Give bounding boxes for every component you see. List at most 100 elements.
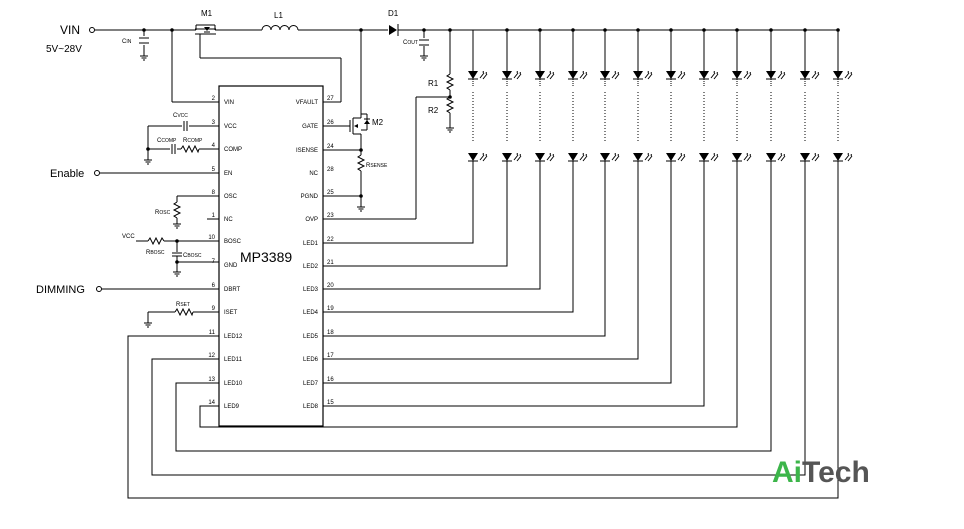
pin-name: ISENSE (296, 148, 318, 154)
pin-name: VIN (224, 100, 234, 106)
cout-capacitor (419, 39, 429, 46)
pin-number: 10 (208, 235, 215, 241)
rcomp-label: RCOMP (183, 138, 203, 144)
resistors (147, 73, 455, 317)
pin-name: LED12 (224, 334, 243, 340)
pin-number: 21 (327, 260, 334, 266)
left-pin-led12: LED12 11 (209, 330, 243, 340)
pin-name: PGND (301, 194, 319, 200)
left-pin-vin: VIN 2 (212, 96, 234, 106)
led-top-4 (568, 71, 588, 80)
svg-text:CIN: CIN (122, 39, 132, 45)
pin-name: LED3 (303, 287, 319, 293)
pin-name: OVP (305, 217, 318, 223)
m1-mosfet (195, 24, 216, 40)
ground-symbols (140, 55, 454, 328)
pin-name: GND (224, 263, 238, 269)
pin-number: 2 (212, 96, 216, 102)
d1-diode (389, 24, 399, 36)
led-top-12 (833, 71, 853, 80)
ccomp-label: CCOMP (157, 138, 177, 144)
rbosc-label: RBOSC (146, 250, 165, 256)
pin-name: LED6 (303, 357, 319, 363)
svg-text:ROSC: ROSC (155, 210, 171, 216)
led-bottom-6 (633, 153, 653, 162)
pin-name: DBRT (224, 287, 241, 293)
left-pin-group: VIN2VCC3COMP4EN5OSC8NC1BOSC10GND7DBRT6IS… (208, 96, 243, 410)
right-pin-isense: ISENSE 24 (296, 144, 334, 154)
chip-name: MP3389 (240, 249, 292, 265)
ic-body (218, 85, 324, 427)
led-top-5 (600, 71, 620, 80)
led-top-6 (633, 71, 653, 80)
l1-inductor (261, 25, 299, 31)
led-top-8 (699, 71, 719, 80)
svg-text:RSET: RSET (176, 302, 190, 308)
dimming-label: DIMMING (36, 284, 85, 296)
led-top-7 (666, 71, 686, 80)
svg-text:CVCC: CVCC (173, 113, 188, 119)
cin-capacitor (139, 37, 149, 44)
right-pin-pgnd: PGND 25 (301, 190, 335, 200)
rsense-label: RSENSE (366, 163, 388, 169)
cbosc-capacitor (172, 252, 182, 257)
right-pin-vfault: VFAULT 27 (296, 96, 335, 106)
led-bottom-3 (535, 153, 555, 162)
pin-name: LED10 (224, 381, 243, 387)
svg-text:CCOMP: CCOMP (157, 138, 177, 144)
pin-number: 3 (212, 120, 216, 126)
pin-name: LED1 (303, 241, 319, 247)
pin-number: 25 (327, 190, 334, 196)
led-top-1 (468, 71, 488, 80)
led-bottom-4 (568, 153, 588, 162)
pin-number: 27 (327, 96, 334, 102)
left-pin-led10: LED10 13 (208, 377, 243, 387)
pin-number: 13 (208, 377, 215, 383)
rcomp-resistor (180, 144, 200, 154)
pin-number: 12 (208, 353, 215, 359)
pin-name: VFAULT (296, 100, 319, 106)
r2-resistor (445, 96, 455, 114)
led-bottom-5 (600, 153, 620, 162)
vin-label: VIN (60, 23, 80, 37)
pin-number: 24 (327, 144, 334, 150)
left-pin-comp: COMP 4 (212, 143, 242, 153)
pin-number: 23 (327, 213, 334, 219)
r1-label: R1 (428, 79, 439, 88)
led-bottom-7 (666, 153, 686, 162)
led-top-9 (732, 71, 752, 80)
cvcc-label: CVCC (173, 113, 188, 119)
svg-text:RSENSE: RSENSE (366, 163, 388, 169)
pin-number: 5 (212, 167, 216, 173)
m2-mosfet (349, 110, 370, 135)
ccomp-capacitor (171, 144, 176, 154)
pin-name: COMP (224, 147, 242, 153)
aitech-logo: AiTech (772, 456, 870, 489)
r1-resistor (445, 73, 455, 91)
pin-number: 11 (209, 330, 216, 336)
vin-range-label: 5V~28V (46, 44, 82, 55)
pin-number: 4 (212, 143, 216, 149)
led-array (468, 28, 853, 162)
rset-label: RSET (176, 302, 190, 308)
l1-label: L1 (274, 11, 283, 20)
pin-number: 22 (327, 237, 334, 243)
cin-label: CIN (122, 39, 132, 45)
pin-number: 7 (212, 259, 216, 265)
pin-name: ISET (224, 310, 238, 316)
pin-name: LED9 (224, 404, 240, 410)
enable-label: Enable (50, 168, 84, 180)
led-bottom-8 (699, 153, 719, 162)
led-bottom-11 (800, 153, 820, 162)
pin-name: VCC (224, 124, 237, 130)
